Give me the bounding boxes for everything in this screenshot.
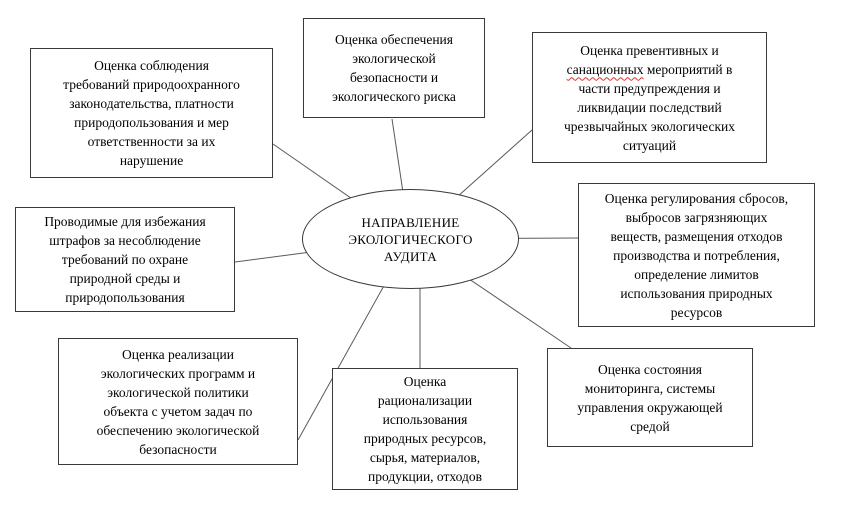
node-programs-policy-implementation: Оценка реализации экологических программ… bbox=[58, 338, 298, 465]
misspelled-word: санационных bbox=[566, 61, 644, 77]
node-ecological-safety-risk: Оценка обеспечения экологической безопас… bbox=[303, 18, 485, 118]
node-fines-avoidance: Проводимые для избежания штрафов за несо… bbox=[15, 207, 235, 312]
node-text-before: Оценка превентивных и bbox=[580, 42, 719, 58]
central-topic-ellipse: НАПРАВЛЕНИЕ ЭКОЛОГИЧЕСКОГО АУДИТА bbox=[302, 189, 519, 289]
node-text-wrapper: Оценка превентивных и санационных меропр… bbox=[564, 41, 735, 155]
node-resource-rationalization: Оценка рационализации использования прир… bbox=[332, 368, 518, 490]
node-text-after: мероприятий в части предупреждения и лик… bbox=[563, 61, 736, 153]
central-topic-label: НАПРАВЛЕНИЕ ЭКОЛОГИЧЕСКОГО АУДИТА bbox=[348, 214, 473, 264]
node-emissions-waste-regulation: Оценка регулирования сбросов, выбросов з… bbox=[578, 183, 815, 327]
node-compliance-requirements: Оценка соблюдения требований природоохра… bbox=[30, 48, 273, 178]
node-monitoring-management-state: Оценка состояния мониторинга, системы уп… bbox=[547, 348, 753, 447]
node-preventive-sanation-measures: Оценка превентивных и санационных меропр… bbox=[532, 32, 767, 163]
